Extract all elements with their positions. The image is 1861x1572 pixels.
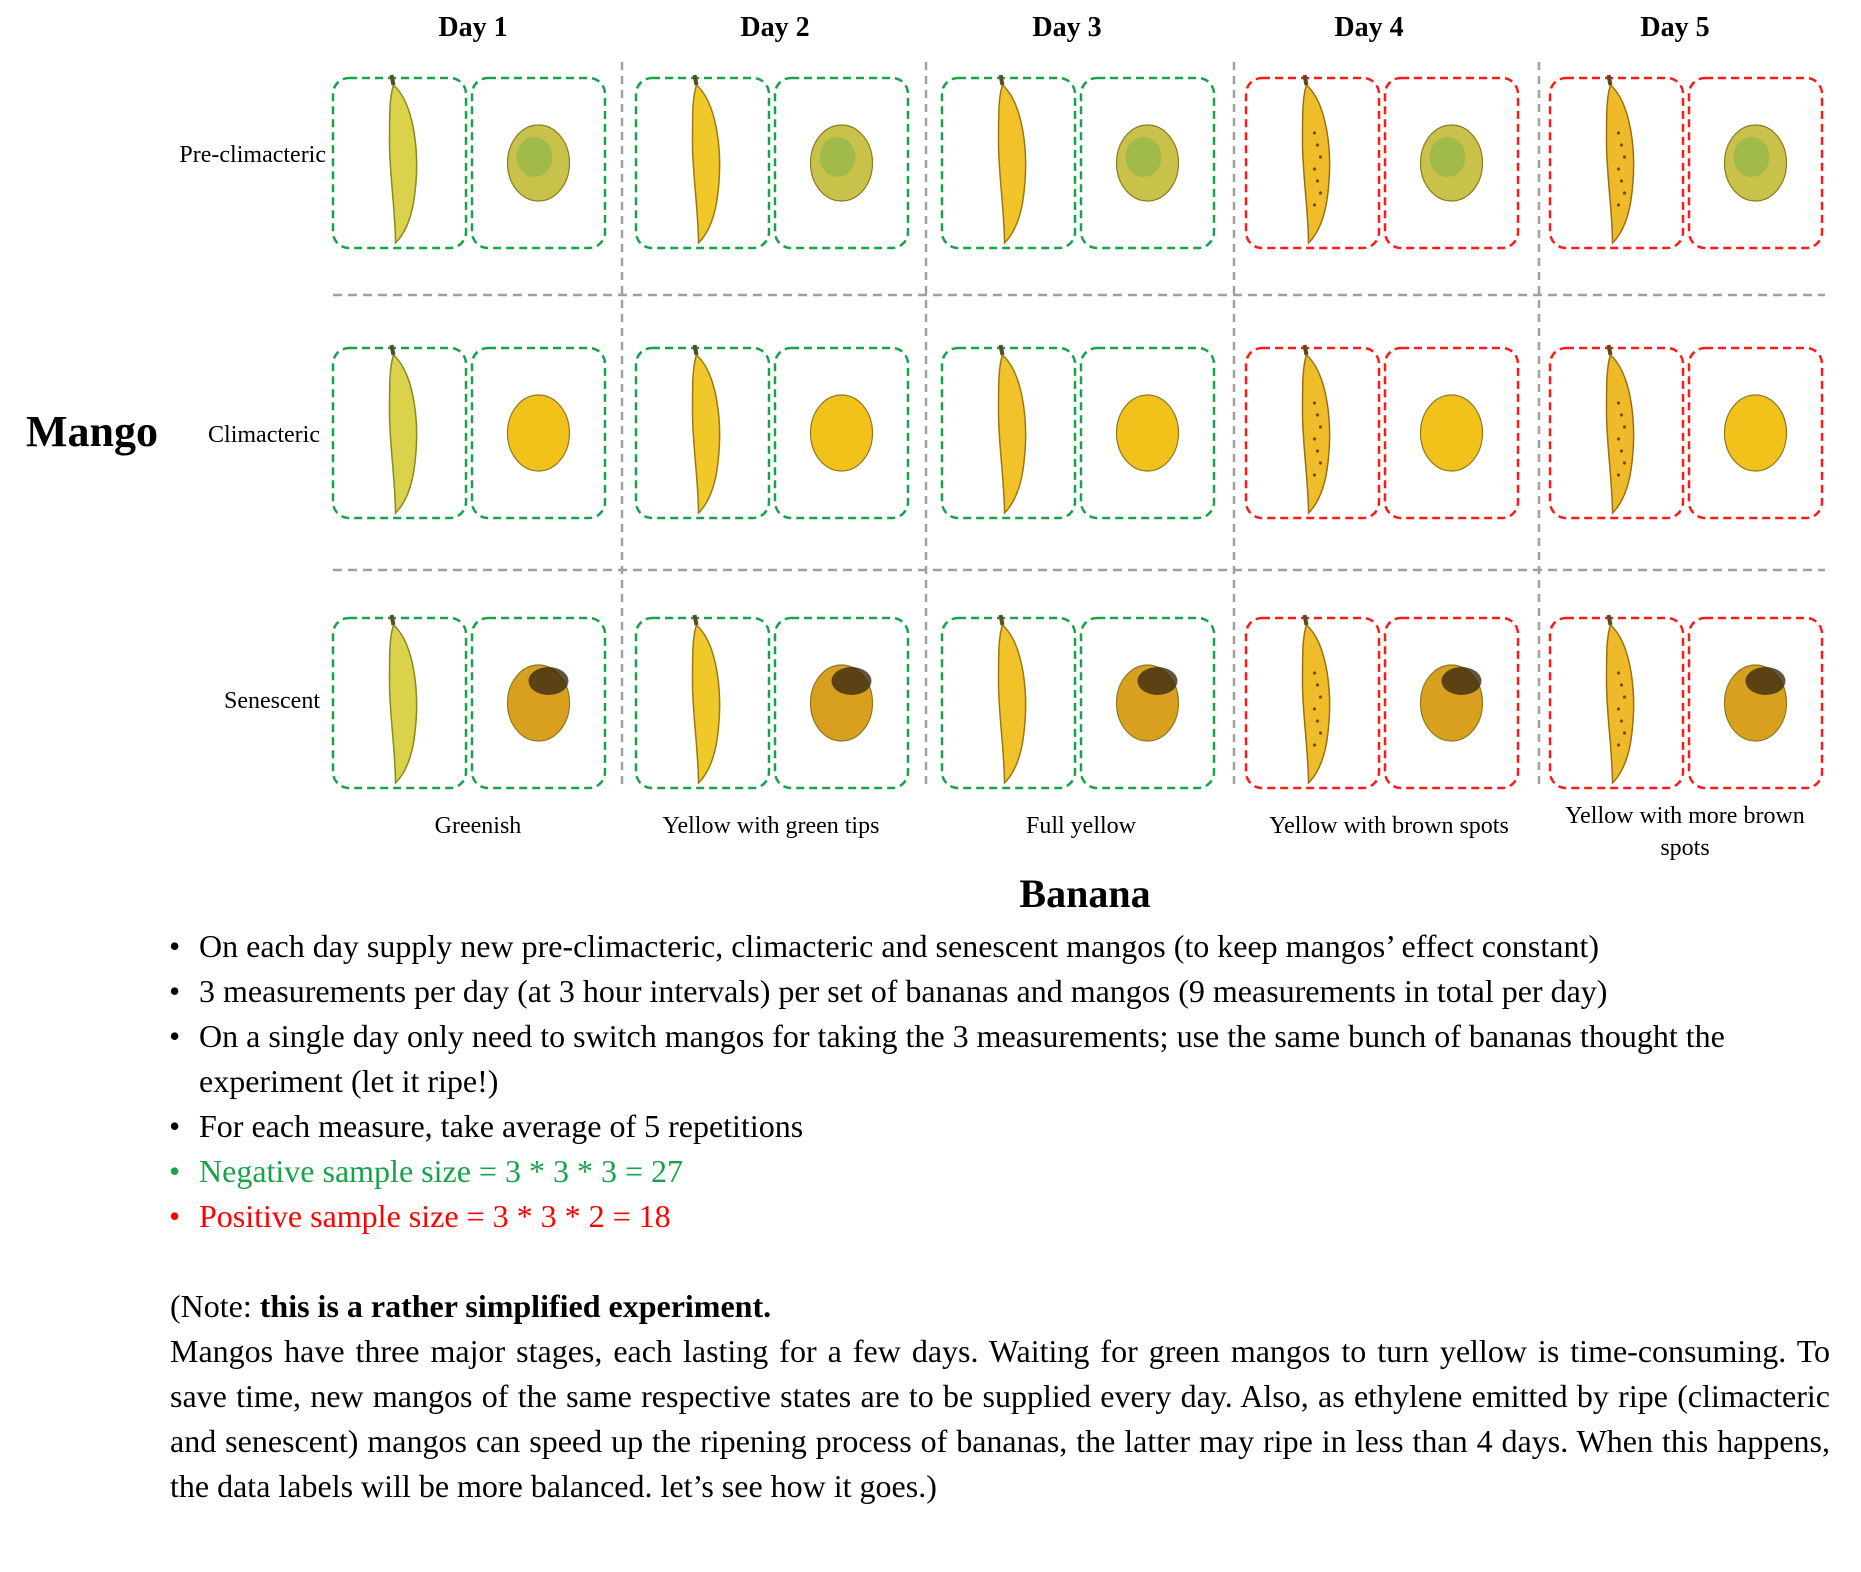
experiment-bullet-list: On each day supply new pre-climacteric, … bbox=[165, 924, 1855, 1239]
negative-sample-box bbox=[634, 76, 771, 250]
mango-icon bbox=[1723, 394, 1788, 472]
banana-icon bbox=[997, 344, 1027, 515]
negative-sample-box bbox=[331, 76, 468, 250]
row-label-climacteric: Climacteric bbox=[208, 422, 320, 448]
negative-sample-box bbox=[940, 346, 1077, 520]
banana-icon bbox=[1605, 614, 1635, 785]
banana-icon bbox=[388, 344, 418, 515]
negative-sample-box bbox=[940, 616, 1077, 790]
banana-stage-more-brown-spots: Yellow with more brown spots bbox=[1565, 803, 1805, 861]
row-label-senescent: Senescent bbox=[224, 688, 320, 714]
positive-sample-box bbox=[1383, 76, 1520, 250]
positive-sample-box bbox=[1383, 346, 1520, 520]
day-4-header: Day 4 bbox=[1334, 12, 1404, 43]
mango-icon bbox=[1723, 664, 1788, 742]
note-prefix: (Note: bbox=[170, 1288, 260, 1324]
negative-sample-box bbox=[1079, 616, 1216, 790]
mango-icon bbox=[506, 664, 571, 742]
mango-axis-label: Mango bbox=[26, 407, 158, 456]
positive-sample-size: Positive sample size = 3 * 3 * 2 = 18 bbox=[165, 1194, 1855, 1239]
banana-icon bbox=[388, 74, 418, 245]
banana-icon bbox=[1301, 74, 1331, 245]
banana-icon bbox=[1301, 344, 1331, 515]
banana-stage-brown-spots: Yellow with brown spots bbox=[1269, 813, 1509, 839]
banana-icon bbox=[691, 614, 721, 785]
positive-sample-box bbox=[1687, 616, 1824, 790]
negative-sample-box bbox=[634, 346, 771, 520]
row-label-pre-climacteric: Pre-climacteric bbox=[179, 142, 326, 168]
banana-icon bbox=[388, 614, 418, 785]
negative-sample-box bbox=[1079, 346, 1216, 520]
negative-sample-box bbox=[331, 346, 468, 520]
day-3-header: Day 3 bbox=[1032, 12, 1102, 43]
banana-icon bbox=[1605, 344, 1635, 515]
bullet-item: On a single day only need to switch mang… bbox=[165, 1014, 1855, 1104]
negative-sample-box bbox=[773, 346, 910, 520]
banana-stage-green-tips: Yellow with green tips bbox=[662, 813, 880, 839]
day-1-header: Day 1 bbox=[438, 12, 508, 43]
banana-axis-label: Banana bbox=[1019, 871, 1151, 916]
negative-sample-box bbox=[331, 616, 468, 790]
mango-icon bbox=[1419, 664, 1484, 742]
mango-icon bbox=[1115, 124, 1180, 202]
banana-icon bbox=[1301, 614, 1331, 785]
positive-sample-box bbox=[1244, 616, 1381, 790]
bullet-item: 3 measurements per day (at 3 hour interv… bbox=[165, 969, 1855, 1014]
mango-icon bbox=[1419, 394, 1484, 472]
negative-sample-box bbox=[634, 616, 771, 790]
mango-icon bbox=[1115, 394, 1180, 472]
mango-icon bbox=[506, 124, 571, 202]
negative-sample-box bbox=[1079, 76, 1216, 250]
negative-sample-box bbox=[773, 76, 910, 250]
note-bold: this is a rather simplified experiment. bbox=[259, 1288, 772, 1324]
mango-icon bbox=[809, 124, 874, 202]
negative-sample-box bbox=[470, 346, 607, 520]
positive-sample-box bbox=[1548, 346, 1685, 520]
negative-sample-box bbox=[470, 76, 607, 250]
negative-sample-size: Negative sample size = 3 * 3 * 3 = 27 bbox=[165, 1149, 1855, 1194]
banana-icon bbox=[691, 74, 721, 245]
mango-icon bbox=[809, 664, 874, 742]
mango-icon bbox=[1419, 124, 1484, 202]
mango-icon bbox=[809, 394, 874, 472]
fruit-grid-diagram bbox=[331, 62, 1825, 790]
positive-sample-box bbox=[1687, 76, 1824, 250]
negative-sample-box bbox=[773, 616, 910, 790]
positive-sample-box bbox=[1244, 346, 1381, 520]
mango-icon bbox=[1723, 124, 1788, 202]
banana-icon bbox=[1605, 74, 1635, 245]
bullet-item: On each day supply new pre-climacteric, … bbox=[165, 924, 1855, 969]
mango-icon bbox=[506, 394, 571, 472]
mango-icon bbox=[1115, 664, 1180, 742]
banana-icon bbox=[691, 344, 721, 515]
positive-sample-box bbox=[1548, 76, 1685, 250]
banana-icon bbox=[997, 614, 1027, 785]
negative-sample-box bbox=[470, 616, 607, 790]
banana-stage-full-yellow: Full yellow bbox=[1025, 813, 1136, 839]
bullet-item: For each measure, take average of 5 repe… bbox=[165, 1104, 1855, 1149]
banana-stage-greenish: Greenish bbox=[434, 813, 522, 839]
positive-sample-box bbox=[1383, 616, 1520, 790]
day-2-header: Day 2 bbox=[740, 12, 810, 43]
note-body: Mangos have three major stages, each las… bbox=[170, 1333, 1830, 1504]
banana-icon bbox=[997, 74, 1027, 245]
positive-sample-box bbox=[1548, 616, 1685, 790]
day-5-header: Day 5 bbox=[1640, 12, 1710, 43]
negative-sample-box bbox=[940, 76, 1077, 250]
positive-sample-box bbox=[1687, 346, 1824, 520]
note-paragraph: (Note: this is a rather simplified exper… bbox=[170, 1284, 1830, 1509]
positive-sample-box bbox=[1244, 76, 1381, 250]
